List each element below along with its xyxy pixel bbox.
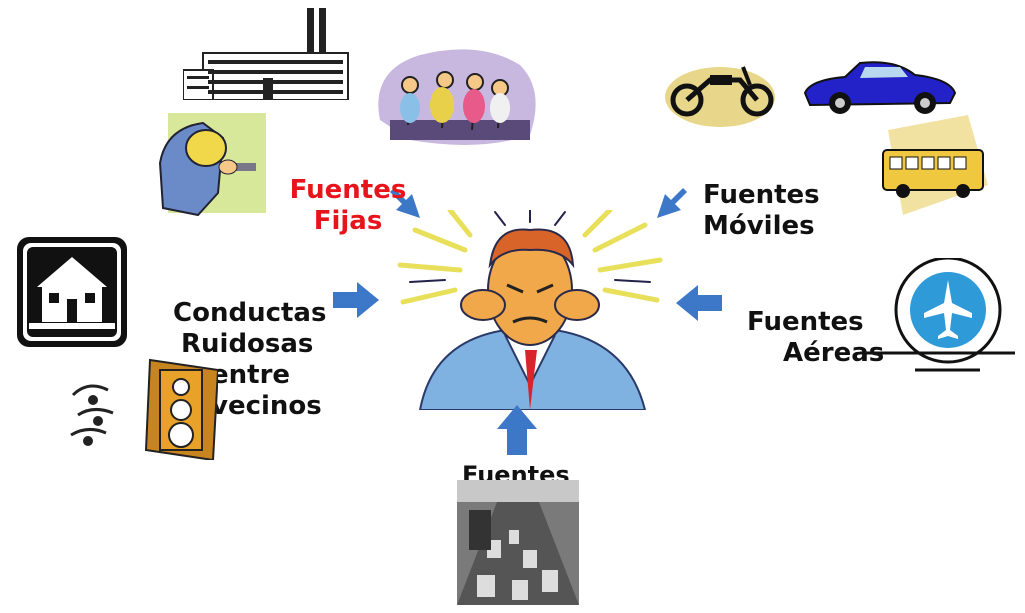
motorcycle-icon bbox=[665, 55, 780, 130]
arrow-icon bbox=[676, 283, 722, 323]
label-fuentes-moviles: Fuentes Móviles bbox=[703, 180, 820, 241]
label-traffic-partial: Fuentes bbox=[462, 461, 570, 482]
arrow-icon bbox=[645, 180, 687, 220]
party-people-icon bbox=[370, 40, 540, 150]
label-conductas-ruidosas: Conductas Ruidosas entre vecinos bbox=[173, 298, 327, 421]
airplane-icon bbox=[860, 258, 1015, 373]
factory-icon bbox=[183, 8, 353, 100]
arrow-icon bbox=[333, 280, 379, 320]
arrow-icon bbox=[495, 405, 539, 455]
arrow-icon bbox=[390, 180, 432, 220]
speaker-music-icon bbox=[68, 355, 218, 460]
worker-drill-icon bbox=[158, 113, 268, 218]
stressed-man-icon bbox=[395, 210, 665, 410]
bus-icon bbox=[878, 115, 993, 215]
traffic-photo-icon bbox=[457, 480, 579, 605]
house-icon bbox=[17, 237, 127, 347]
label-fuentes-fijas: Fuentes Fijas bbox=[289, 175, 407, 236]
car-icon bbox=[800, 55, 960, 117]
